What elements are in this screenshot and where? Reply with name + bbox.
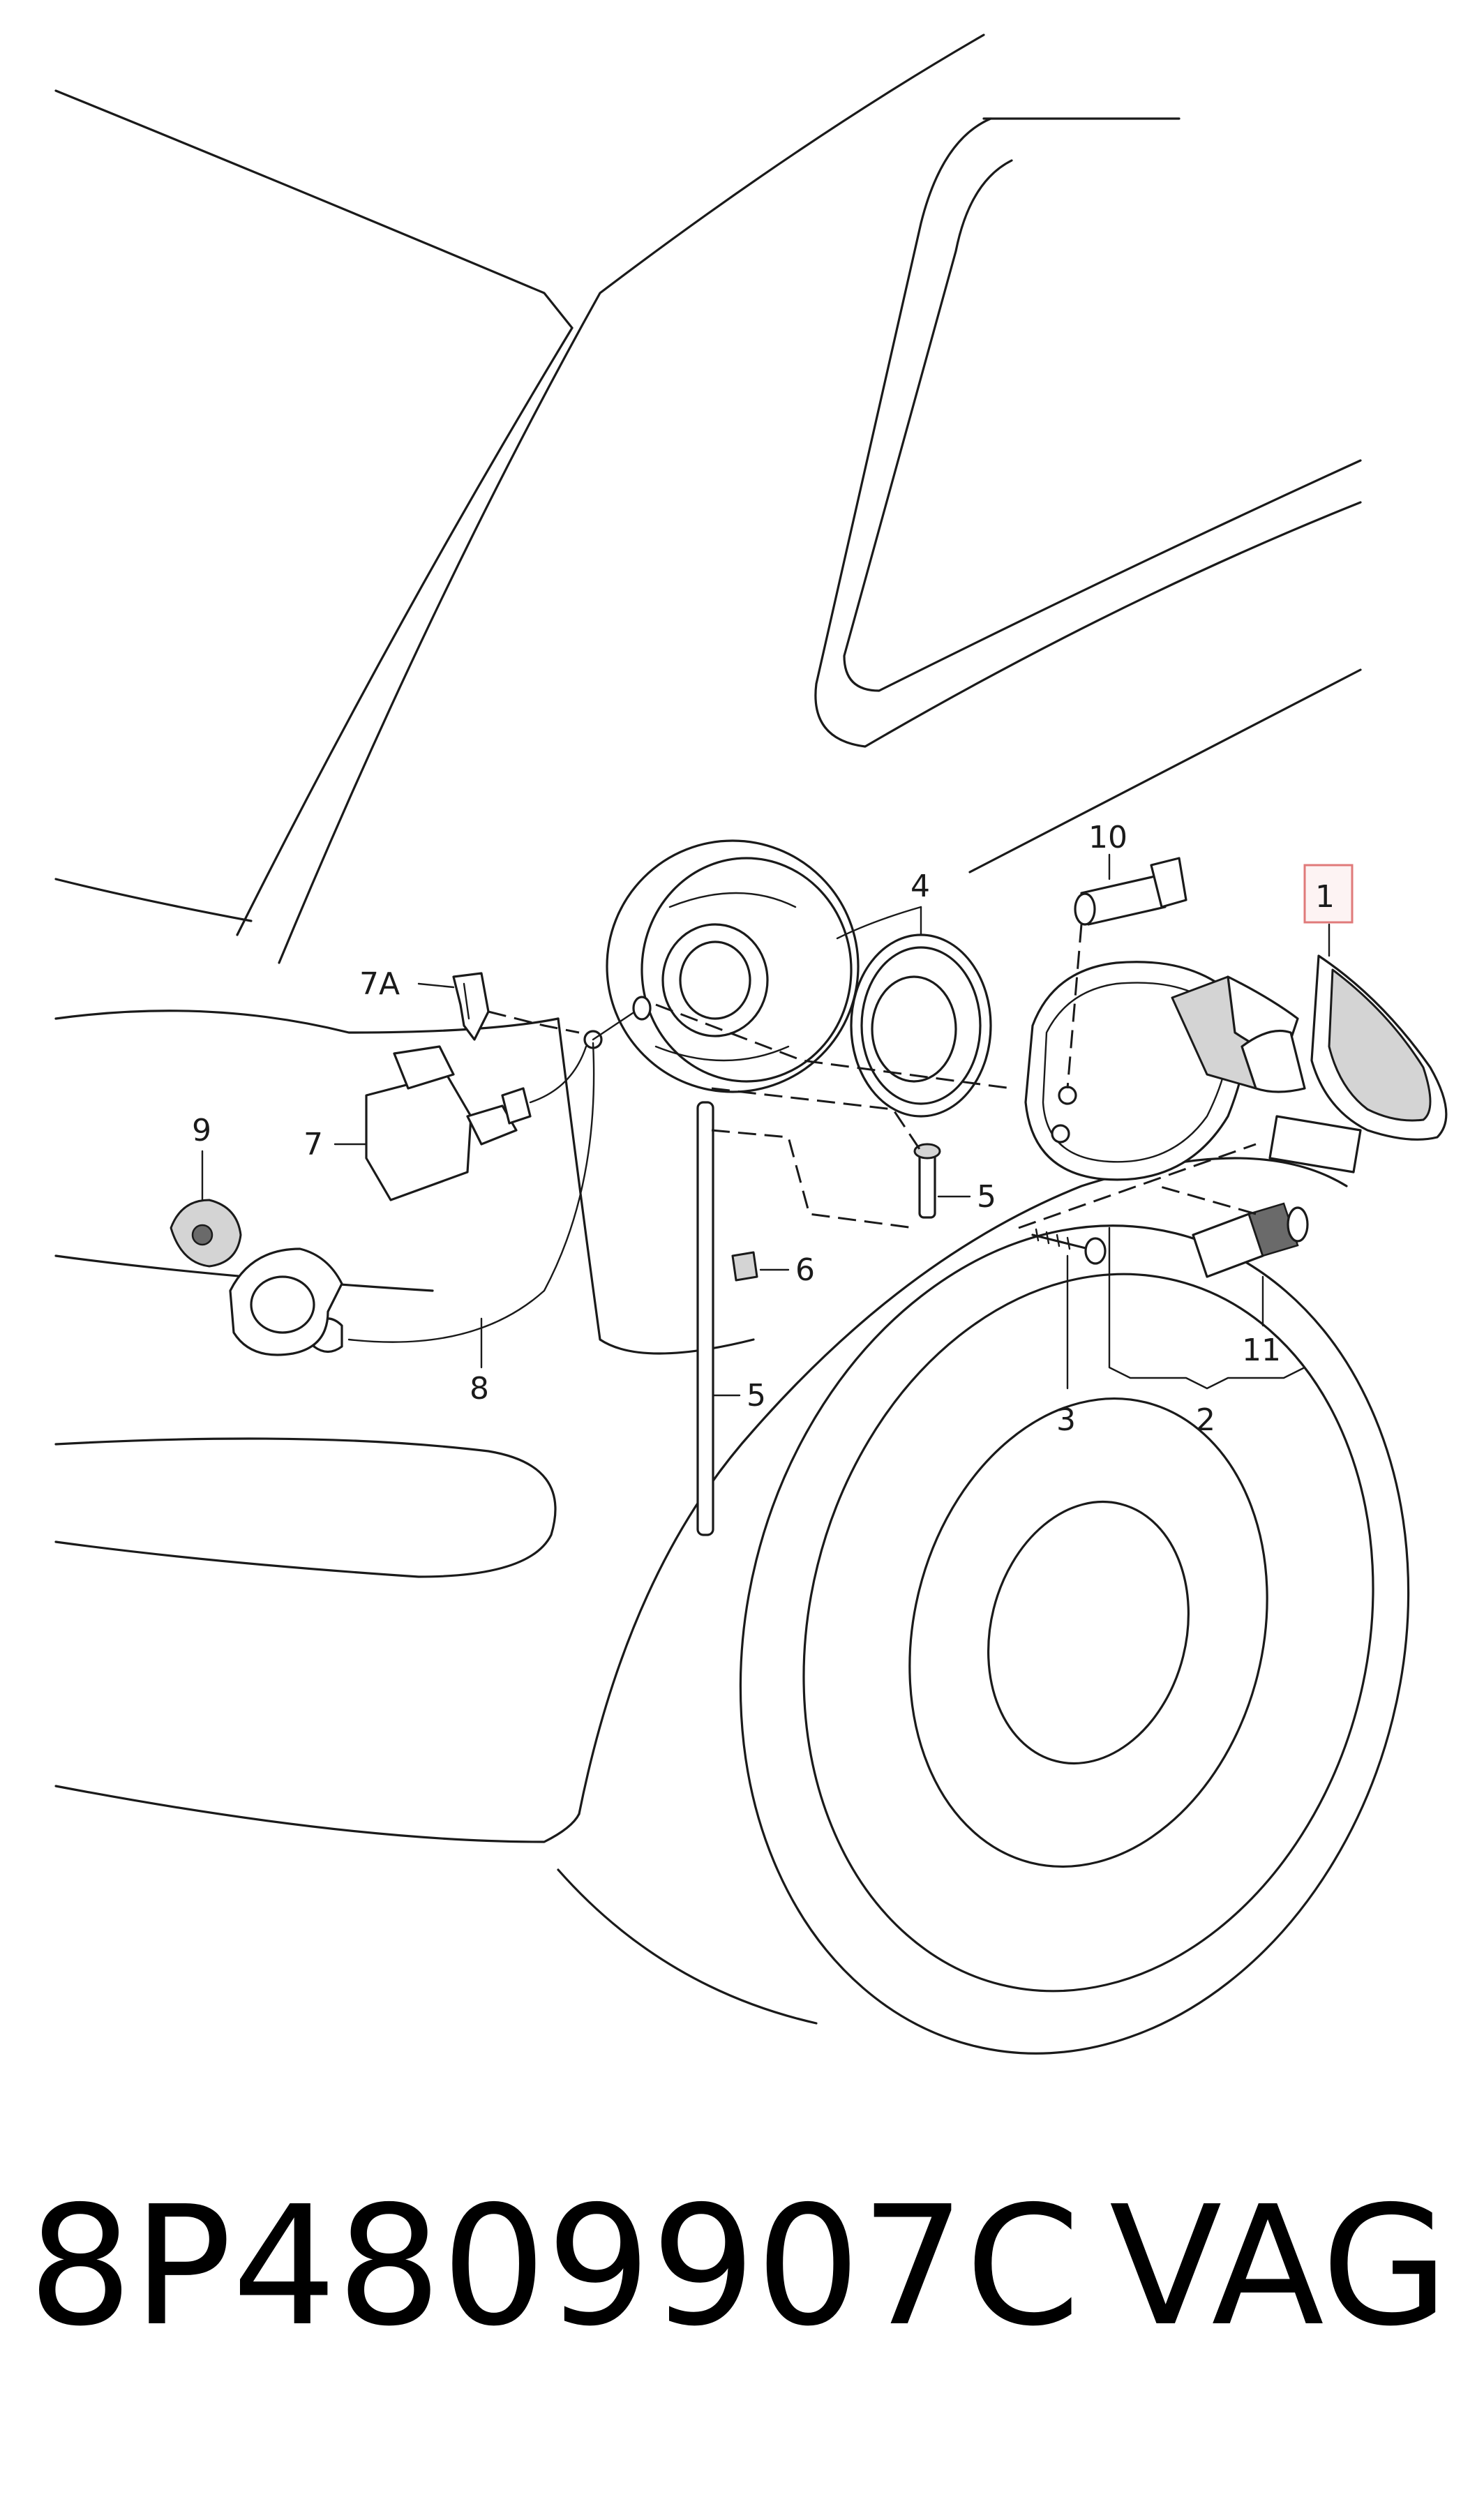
callout-9: 9: [192, 1113, 211, 1148]
callout-8: 8: [470, 1371, 489, 1407]
release-cable: [313, 996, 652, 1354]
callout-7a: 7A: [359, 966, 400, 1002]
callout-7: 7: [303, 1127, 323, 1162]
drain-hose: [696, 1101, 941, 1536]
callout-2: 2: [1196, 1402, 1215, 1438]
brand-label: VAG: [1109, 2170, 1449, 2362]
part-number: 8P4809907C: [28, 2170, 1080, 2362]
callout-6: 6: [795, 1252, 815, 1288]
lock-pin-10: [1074, 857, 1187, 926]
fuel-door-frame: [1024, 961, 1299, 1181]
connector-11: [1192, 1202, 1309, 1278]
callout-5-upper: 5: [977, 1179, 996, 1215]
fuel-door-flap: [1241, 954, 1448, 1173]
callout-labels: 1 2 3 4 5 5 6 7 7A 8 9 10 11: [192, 820, 1354, 1438]
clip-7a: [452, 972, 490, 1041]
car-body-outline: [54, 33, 1410, 2055]
callout-1: 1: [1315, 879, 1335, 915]
seal-ring: [850, 933, 992, 1118]
leader-lines: [201, 853, 1331, 1397]
callout-10: 10: [1088, 820, 1127, 855]
fuel-filler-housing: [606, 839, 860, 1093]
callout-4: 4: [910, 869, 930, 904]
footer: 8P4809907C VAG: [28, 2170, 1449, 2362]
grommet-6: [731, 1251, 758, 1282]
callout-3: 3: [1056, 1402, 1076, 1438]
highlight-box-part-1: [1303, 864, 1354, 924]
callout-11: 11: [1242, 1333, 1281, 1368]
screw-3: [1031, 1228, 1107, 1265]
actuator-motor: [365, 1030, 603, 1201]
callout-5-lower: 5: [747, 1378, 766, 1414]
holder-9: [170, 1199, 343, 1356]
